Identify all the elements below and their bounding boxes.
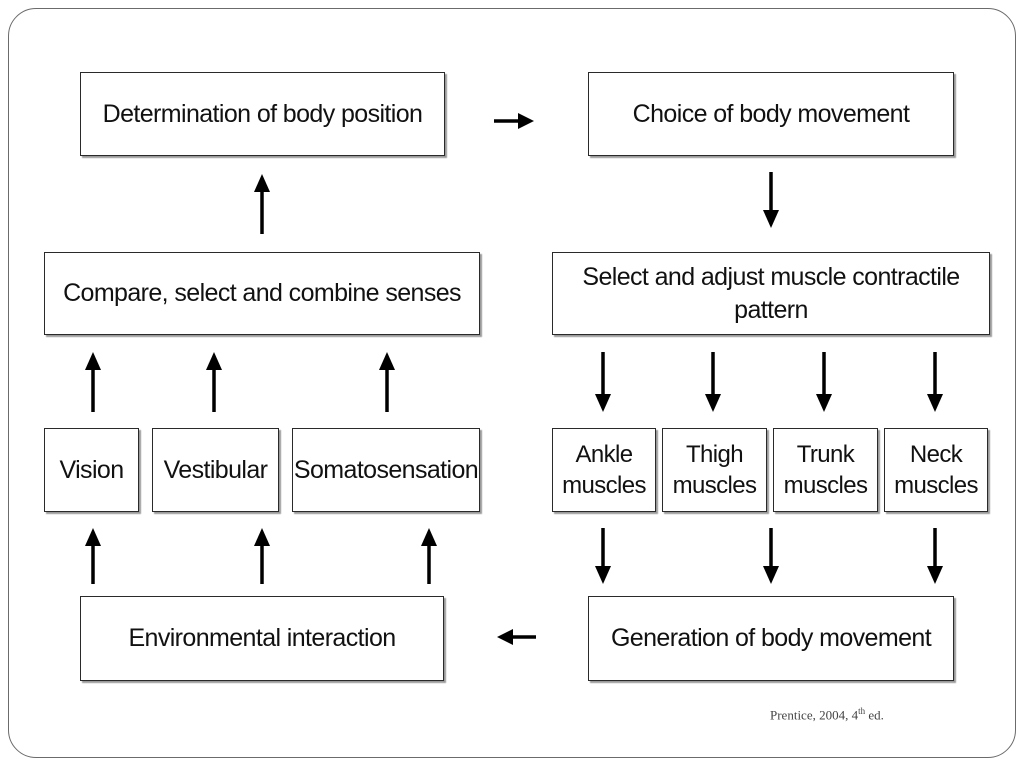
neck-label-line2: muscles: [894, 472, 978, 499]
arrow-generation-to-environmental: [497, 629, 536, 645]
neck-muscles-box: Neck muscles: [884, 428, 988, 512]
choice-label: Choice of body movement: [632, 99, 910, 128]
choice-box: Choice of body movement: [588, 72, 954, 156]
vestibular-box: Vestibular: [152, 428, 279, 512]
arrow-neck-to-generation: [927, 528, 943, 584]
citation-superscript: th: [858, 706, 866, 716]
arrow-compare-to-determination: [254, 174, 270, 234]
thigh-label-line2: muscles: [672, 472, 757, 499]
determination-label: Determination of body position: [102, 99, 423, 128]
vestibular-label: Vestibular: [163, 455, 268, 484]
citation-text: Prentice, 2004, 4: [770, 707, 859, 723]
arrow-thigh-to-generation: [763, 528, 779, 584]
select-adjust-box: Select and adjust muscle contractile pat…: [552, 252, 990, 335]
arrow-select-to-ankle: [595, 352, 611, 412]
generation-label: Generation of body movement: [610, 624, 932, 653]
arrow-choice-to-select: [763, 172, 779, 228]
select-adjust-label: Select and adjust muscle contractile pat…: [582, 263, 960, 324]
compare-box: Compare, select and combine senses: [44, 252, 480, 335]
arrow-environmental-to-vestibular: [254, 528, 270, 584]
neck-label-line1: Neck: [909, 440, 963, 468]
trunk-label-line2: muscles: [783, 472, 868, 499]
slide-frame: [8, 8, 1016, 758]
generation-box: Generation of body movement: [588, 596, 954, 681]
citation-suffix: ed.: [865, 707, 884, 723]
ankle-label-line1: Ankle: [575, 440, 633, 468]
thigh-label-line1: Thigh: [685, 440, 744, 468]
trunk-muscles-box: Trunk muscles: [773, 428, 878, 512]
environmental-box: Environmental interaction: [80, 596, 444, 681]
ankle-muscles-box: Ankle muscles: [552, 428, 656, 512]
arrow-determination-to-choice: [494, 113, 534, 129]
arrow-environmental-to-somatosensation: [421, 528, 437, 584]
somatosensation-box: Somatosensation: [292, 428, 480, 512]
arrow-vision-to-compare: [85, 352, 101, 412]
vision-label: Vision: [59, 455, 124, 484]
arrow-vestibular-to-compare: [206, 352, 222, 412]
trunk-label-line1: Trunk: [796, 440, 855, 468]
thigh-muscles-box: Thigh muscles: [662, 428, 767, 512]
somatosensation-label: Somatosensation: [293, 455, 479, 484]
determination-box: Determination of body position: [80, 72, 445, 156]
environmental-label: Environmental interaction: [128, 624, 396, 653]
arrow-somatosensation-to-compare: [379, 352, 395, 412]
vision-box: Vision: [44, 428, 139, 512]
arrow-select-to-thigh: [705, 352, 721, 412]
arrow-select-to-trunk: [816, 352, 832, 412]
compare-label: Compare, select and combine senses: [63, 279, 461, 308]
arrow-environmental-to-vision: [85, 528, 101, 584]
arrow-select-to-neck: [927, 352, 943, 412]
arrow-ankle-to-generation: [595, 528, 611, 584]
ankle-label-line2: muscles: [562, 472, 646, 499]
citation: Prentice, 2004, 4th ed.: [770, 706, 884, 723]
